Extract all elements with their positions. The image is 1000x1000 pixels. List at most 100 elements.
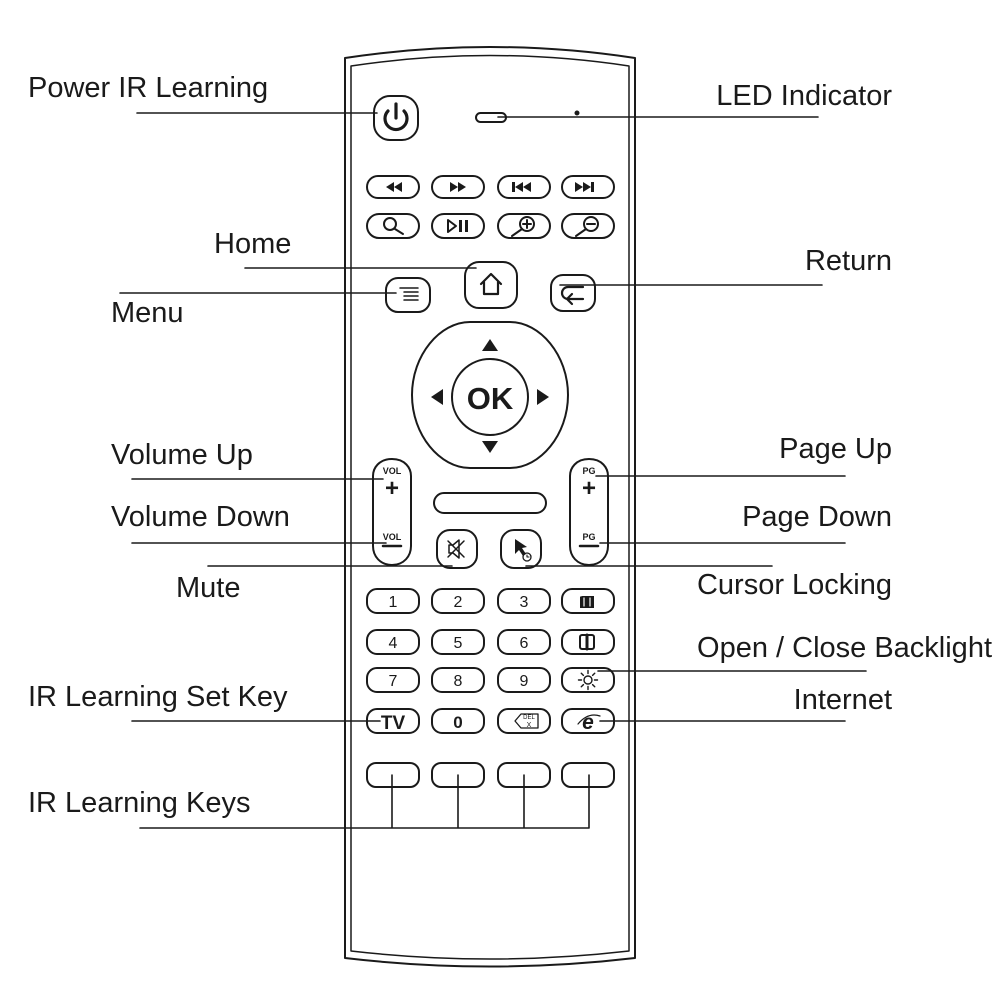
window-key[interactable] [561, 629, 615, 655]
label-open-close-backlight: Open / Close Backlight [697, 632, 992, 664]
blank-long-key[interactable] [433, 492, 547, 514]
skip-next-button[interactable] [561, 175, 615, 199]
number-key-label: 7 [389, 673, 398, 690]
power-icon [383, 102, 409, 132]
ok-button[interactable] [451, 358, 529, 436]
number-key-2[interactable]: 2 [431, 588, 485, 614]
d-pad-down[interactable] [482, 441, 498, 453]
skip-next-icon [575, 182, 594, 192]
tv-label: TV [381, 713, 406, 734]
zero-key[interactable]: 0 [431, 708, 485, 734]
home-button[interactable] [464, 261, 518, 309]
number-key-4[interactable]: 4 [366, 629, 420, 655]
d-pad-left[interactable] [431, 389, 443, 405]
number-key-label: 8 [454, 673, 463, 690]
cursor-lock-button[interactable] [500, 529, 542, 569]
d-pad-right[interactable] [537, 389, 549, 405]
del-label: DEL [523, 715, 535, 721]
backlight-sun-icon [577, 669, 599, 691]
vol-up-label: VOL [383, 466, 402, 476]
remote-body-outer [344, 46, 636, 968]
power-button[interactable] [373, 95, 419, 141]
label-power-ir-learning: Power IR Learning [28, 72, 269, 104]
number-key-5[interactable]: 5 [431, 629, 485, 655]
number-key-label: 9 [520, 673, 529, 690]
pg-down-label: PG [582, 532, 595, 542]
play-pause-button[interactable] [431, 213, 485, 239]
number-key-label: 2 [454, 594, 463, 611]
d-pad-up[interactable] [482, 339, 498, 351]
ir-learning-key-4[interactable] [561, 762, 615, 788]
label-menu: Menu [111, 297, 184, 329]
number-key-7[interactable]: 7 [366, 667, 420, 693]
number-key-1[interactable]: 1 [366, 588, 420, 614]
cursor-lock-icon [515, 539, 532, 562]
number-key-3[interactable]: 3 [497, 588, 551, 614]
return-button[interactable] [550, 274, 596, 312]
number-key-label: 3 [520, 594, 529, 611]
label-internet: Internet [793, 684, 892, 716]
fast-forward-icon [450, 182, 466, 192]
leader-ir-keys [139, 774, 590, 829]
del-x-label: X [527, 722, 532, 729]
ir-learning-keys [366, 762, 615, 788]
menu-button[interactable] [385, 277, 431, 313]
delete-icon [514, 713, 539, 729]
d-pad: OK [411, 321, 569, 469]
zero-label: 0 [453, 713, 462, 732]
film-icon [580, 596, 594, 608]
label-volume-up: Volume Up [111, 439, 253, 471]
label-ir-learning-set-key: IR Learning Set Key [28, 681, 288, 713]
label-volume-down: Volume Down [111, 501, 290, 533]
number-key-label: 5 [454, 635, 463, 652]
skip-previous-icon [512, 182, 531, 192]
label-ir-learning-keys: IR Learning Keys [28, 787, 251, 819]
ir-learning-key-1[interactable] [366, 762, 420, 788]
rewind-button[interactable] [366, 175, 420, 199]
number-key-8[interactable]: 8 [431, 667, 485, 693]
ok-label: OK [467, 381, 514, 416]
home-icon [479, 272, 503, 296]
label-return: Return [804, 245, 892, 277]
backlight-key[interactable] [561, 667, 615, 693]
label-home: Home [214, 228, 292, 260]
number-key-grid: 1 2 3 4 5 6 7 8 9 [366, 588, 615, 693]
label-page-up: Page Up [779, 433, 892, 465]
label-led-indicator: LED Indicator [716, 80, 892, 112]
search-button[interactable] [366, 213, 420, 239]
play-pause-icon [447, 219, 468, 233]
led-dot [574, 110, 580, 116]
delete-key[interactable]: DEL X [497, 708, 551, 734]
film-detail [579, 591, 595, 607]
number-key-label: 1 [389, 594, 398, 611]
label-mute: Mute [176, 572, 241, 604]
search-icon [383, 217, 404, 235]
number-key-9[interactable]: 9 [497, 667, 551, 693]
zoom-in-icon [511, 216, 535, 237]
mute-button[interactable] [436, 529, 478, 569]
label-page-down: Page Down [742, 501, 892, 533]
zoom-in-button[interactable] [497, 213, 551, 239]
pg-up-label: PG [582, 466, 595, 476]
zoom-out-button[interactable] [561, 213, 615, 239]
d-pad-outer [411, 321, 569, 469]
plus-icon: + [582, 475, 596, 502]
number-key-label: 4 [389, 635, 398, 652]
internet-e-icon: e [582, 711, 594, 734]
volume-rocker[interactable]: VOL + VOL [372, 458, 412, 566]
plus-icon: + [385, 475, 399, 502]
rewind-icon [386, 182, 402, 192]
zoom-out-icon [575, 216, 599, 237]
leader-lines [119, 112, 867, 829]
mute-icon [447, 539, 465, 559]
return-icon [560, 285, 585, 306]
page-rocker[interactable]: PG + PG [569, 458, 609, 566]
skip-previous-button[interactable] [497, 175, 551, 199]
fast-forward-button[interactable] [431, 175, 485, 199]
number-key-label: 6 [520, 635, 529, 652]
number-key-6[interactable]: 6 [497, 629, 551, 655]
film-key[interactable] [561, 588, 615, 614]
vol-down-label: VOL [383, 532, 402, 542]
